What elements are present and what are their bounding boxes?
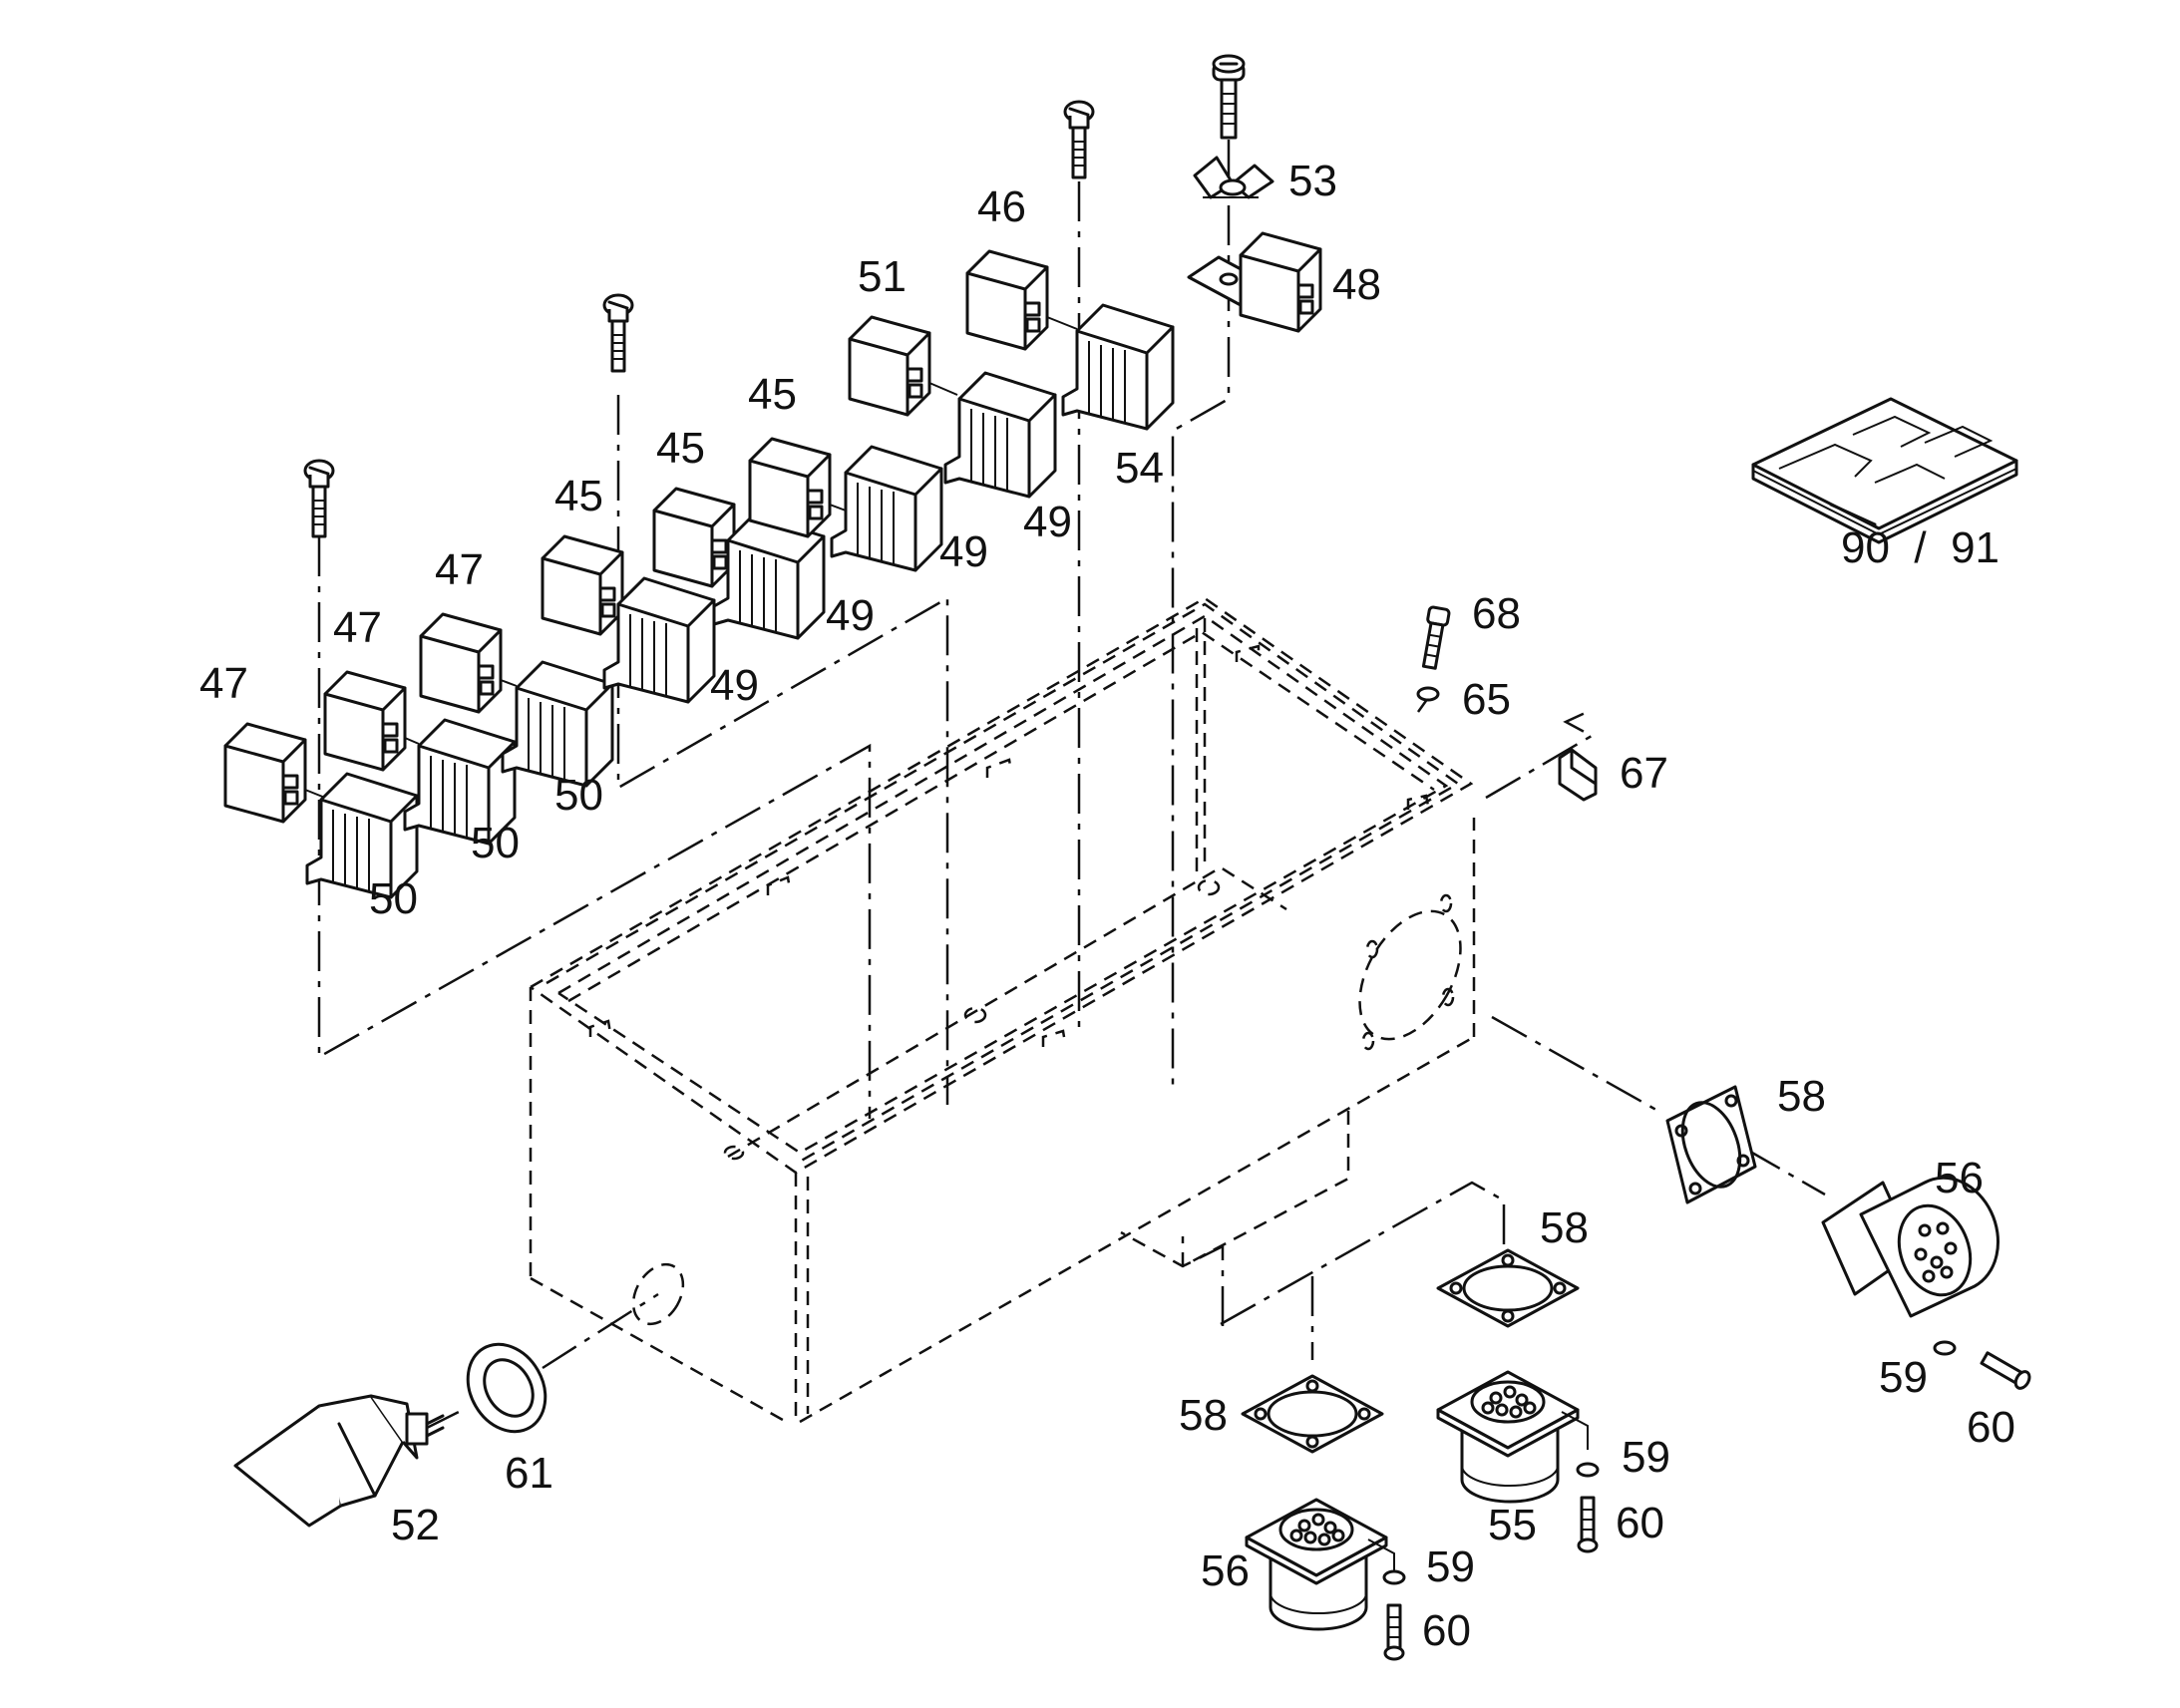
- label-56: 56: [1935, 1154, 1984, 1202]
- washer-61: [466, 1342, 547, 1434]
- label-49: 49: [1023, 498, 1072, 546]
- label-61: 61: [505, 1449, 553, 1498]
- label-48: 48: [1332, 260, 1381, 309]
- relay-row-47-50: [223, 612, 614, 899]
- label-53: 53: [1288, 157, 1337, 205]
- label-45: 45: [656, 424, 705, 473]
- label-58: 58: [1540, 1203, 1589, 1252]
- label-58: 58: [1179, 1391, 1228, 1440]
- label-51: 51: [858, 252, 907, 301]
- bolt-set-59-60-bottom: [1382, 1569, 1406, 1661]
- connector-55: [1436, 1370, 1580, 1504]
- connector-56-bottom: [1245, 1498, 1388, 1631]
- gasket-58-left: [1241, 1374, 1384, 1454]
- part-labels: 45 45 45 46 47 47 47 48 49 49 49 49 50 5…: [199, 157, 2015, 1655]
- clip-67: [1558, 748, 1598, 802]
- label-60: 60: [1422, 1606, 1471, 1655]
- label-49: 49: [710, 661, 759, 710]
- label-49: 49: [939, 527, 988, 576]
- label-59: 59: [1426, 1542, 1475, 1591]
- label-50: 50: [369, 874, 418, 923]
- label-47: 47: [333, 603, 382, 652]
- label-60: 60: [1616, 1499, 1664, 1547]
- label-59: 59: [1622, 1433, 1670, 1482]
- manual-booklet-90-91: [1751, 397, 2018, 544]
- label-54: 54: [1115, 444, 1164, 493]
- label-49: 49: [826, 591, 875, 640]
- label-59: 59: [1879, 1353, 1928, 1402]
- connector-56-side: [1821, 1176, 1999, 1318]
- label-60: 60: [1967, 1403, 2015, 1452]
- bolt-set-59-60-mid: [1576, 1462, 1600, 1553]
- lamp-52: [233, 1394, 445, 1528]
- label-58: 58: [1777, 1072, 1826, 1121]
- label-67: 67: [1620, 749, 1668, 798]
- housing-box: [529, 596, 1476, 1426]
- label-65: 65: [1462, 675, 1511, 724]
- label-47: 47: [435, 545, 484, 594]
- label-45: 45: [748, 370, 797, 419]
- label-55: 55: [1488, 1501, 1537, 1549]
- label-50: 50: [471, 819, 520, 867]
- label-47: 47: [199, 659, 248, 708]
- label-56: 56: [1201, 1546, 1250, 1595]
- label-90-91: 90 / 91: [1841, 523, 1999, 572]
- label-46: 46: [977, 182, 1026, 231]
- gasket-58-side: [1665, 1085, 1757, 1204]
- assembly-lines: [317, 140, 1826, 1432]
- gasket-58-right: [1436, 1248, 1580, 1328]
- label-68: 68: [1472, 589, 1521, 638]
- label-52: 52: [391, 1501, 440, 1549]
- label-45: 45: [554, 472, 603, 520]
- bolt-set-59-60-side: [1933, 1340, 2031, 1390]
- screws: [303, 54, 1451, 702]
- relay-row-46-51-54: [848, 156, 1322, 499]
- relay-row-45-49: [541, 437, 943, 704]
- clip-nut-53: [1193, 156, 1274, 199]
- label-50: 50: [554, 771, 603, 820]
